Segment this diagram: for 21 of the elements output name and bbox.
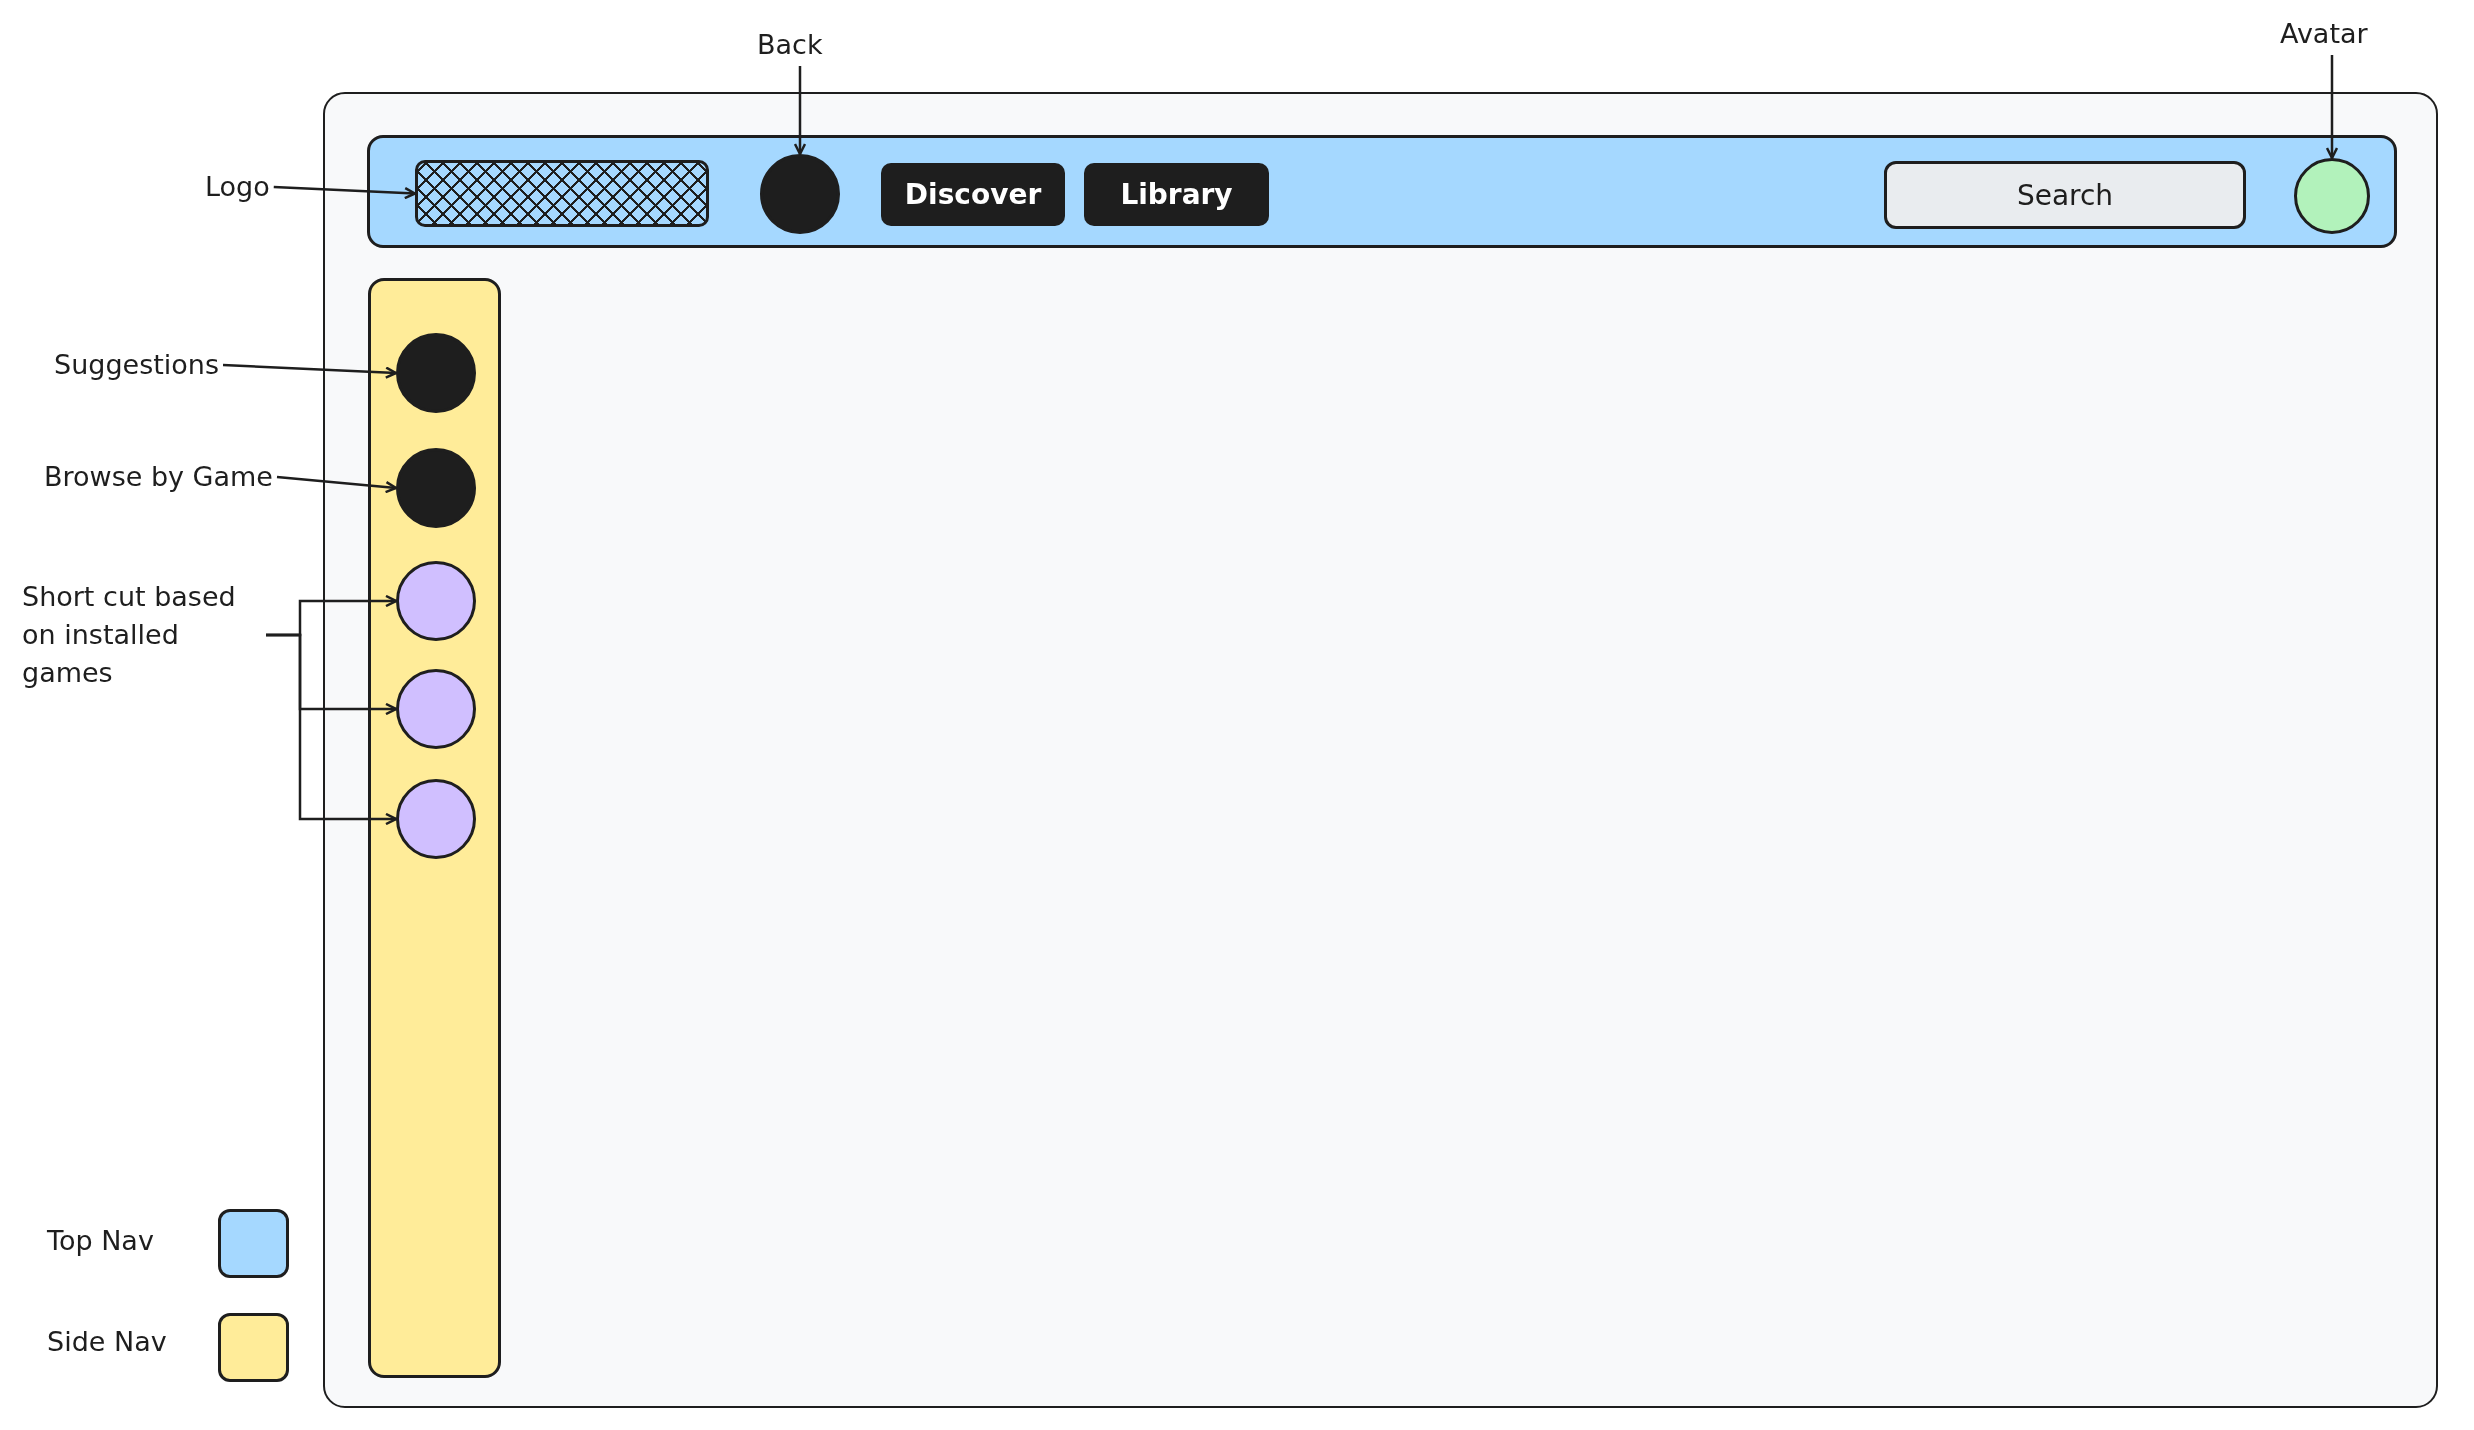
leader-arrow bbox=[273, 185, 417, 200]
annotation-label: Suggestions bbox=[54, 346, 219, 384]
leader-arrow bbox=[793, 66, 807, 156]
annotation-label: Avatar bbox=[2280, 15, 2368, 53]
window-frame bbox=[323, 92, 2438, 1408]
side-nav-bar bbox=[368, 278, 501, 1378]
annotation-label: Short cut based on installed games bbox=[22, 578, 262, 692]
leader-arrow bbox=[222, 363, 398, 379]
leader-arrow bbox=[276, 475, 398, 494]
top-nav-bar bbox=[367, 135, 2397, 248]
leader-arrow bbox=[266, 633, 398, 826]
annotation-label: Logo bbox=[205, 168, 270, 206]
legend-label: Side Nav bbox=[47, 1325, 167, 1359]
hatched-placeholder bbox=[415, 160, 709, 227]
search-field: Search bbox=[1884, 161, 2246, 229]
discover-button: Discover bbox=[881, 163, 1065, 226]
annotation-label: Back bbox=[757, 26, 823, 64]
legend-label: Top Nav bbox=[47, 1224, 154, 1258]
library-button: Library bbox=[1084, 163, 1269, 226]
annotation-label: Browse by Game bbox=[44, 458, 273, 496]
leader-arrow bbox=[2325, 55, 2339, 160]
